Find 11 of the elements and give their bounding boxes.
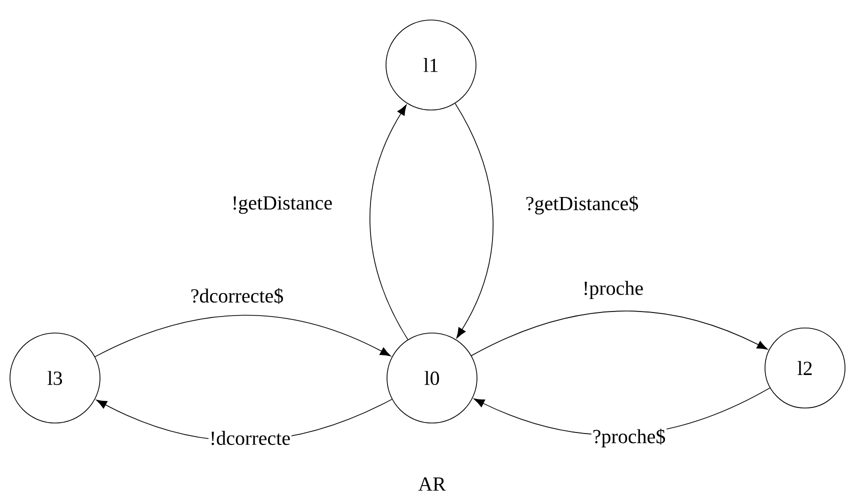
- arrow: [94, 314, 391, 358]
- edge-label: !proche: [581, 280, 645, 300]
- arrow: [471, 310, 768, 356]
- edge-label: !getDistance: [230, 195, 334, 215]
- edge-label: ?dcorrecte$: [189, 287, 285, 305]
- caption: AR: [418, 477, 446, 491]
- edge-label: ?getDistance$: [524, 194, 640, 216]
- arrow: [454, 103, 494, 338]
- edge-label: !dcorrecte: [208, 430, 292, 446]
- edge-label: ?proche$: [591, 428, 667, 448]
- arrow: [370, 104, 408, 340]
